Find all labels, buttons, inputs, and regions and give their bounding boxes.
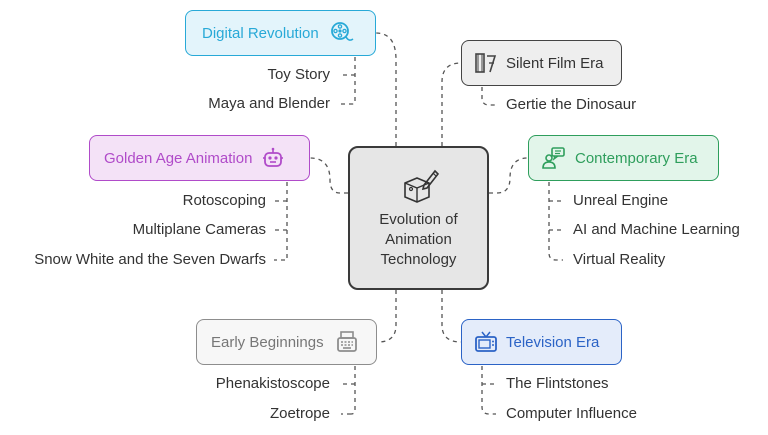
node-silent-film-era-label: Silent Film Era	[506, 54, 604, 72]
silent-child-1: Gertie the Dinosaur	[506, 96, 637, 113]
node-contemporary-era[interactable]: Contemporary Era	[528, 135, 719, 181]
film-reel-icon	[330, 22, 354, 41]
television-child-1: The Flintstones	[506, 375, 609, 392]
central-topic[interactable]: Evolution of Animation Technology	[348, 146, 489, 290]
golden-child-3: Snow White and the Seven Dwarfs	[34, 251, 266, 268]
television-child-2: Computer Influence	[506, 405, 637, 422]
node-early-beginnings-label: Early Beginnings	[211, 333, 324, 351]
early-child-2: Zoetrope	[269, 405, 330, 422]
node-digital-revolution[interactable]: Digital Revolution	[185, 10, 376, 56]
node-silent-film-era[interactable]: Silent Film Era	[461, 40, 622, 86]
node-digital-revolution-label: Digital Revolution	[202, 24, 319, 42]
node-contemporary-era-label: Contemporary Era	[575, 149, 698, 167]
robot-icon	[263, 147, 284, 167]
contemporary-child-2: AI and Machine Learning	[573, 221, 740, 238]
cube-pen-icon	[403, 169, 439, 203]
film-strip-icon	[475, 53, 497, 73]
node-golden-age-animation[interactable]: Golden Age Animation	[89, 135, 310, 181]
node-television-era[interactable]: Television Era	[461, 319, 622, 365]
central-topic-title: Evolution of Animation Technology	[379, 211, 458, 268]
node-early-beginnings[interactable]: Early Beginnings	[196, 319, 377, 365]
golden-child-2: Multiplane Cameras	[132, 221, 266, 238]
tv-icon	[475, 331, 497, 352]
golden-child-1: Rotoscoping	[182, 192, 266, 209]
contemporary-child-3: Virtual Reality	[573, 251, 666, 268]
contemporary-child-1: Unreal Engine	[573, 192, 669, 209]
node-golden-age-animation-label: Golden Age Animation	[104, 149, 253, 167]
digital-child-2: Maya and Blender	[208, 95, 330, 112]
user-chat-icon	[542, 147, 565, 169]
early-child-1: Phenakistoscope	[215, 375, 330, 392]
node-television-era-label: Television Era	[506, 333, 600, 351]
typewriter-icon	[336, 331, 357, 352]
digital-child-1: Toy Story	[267, 66, 330, 83]
